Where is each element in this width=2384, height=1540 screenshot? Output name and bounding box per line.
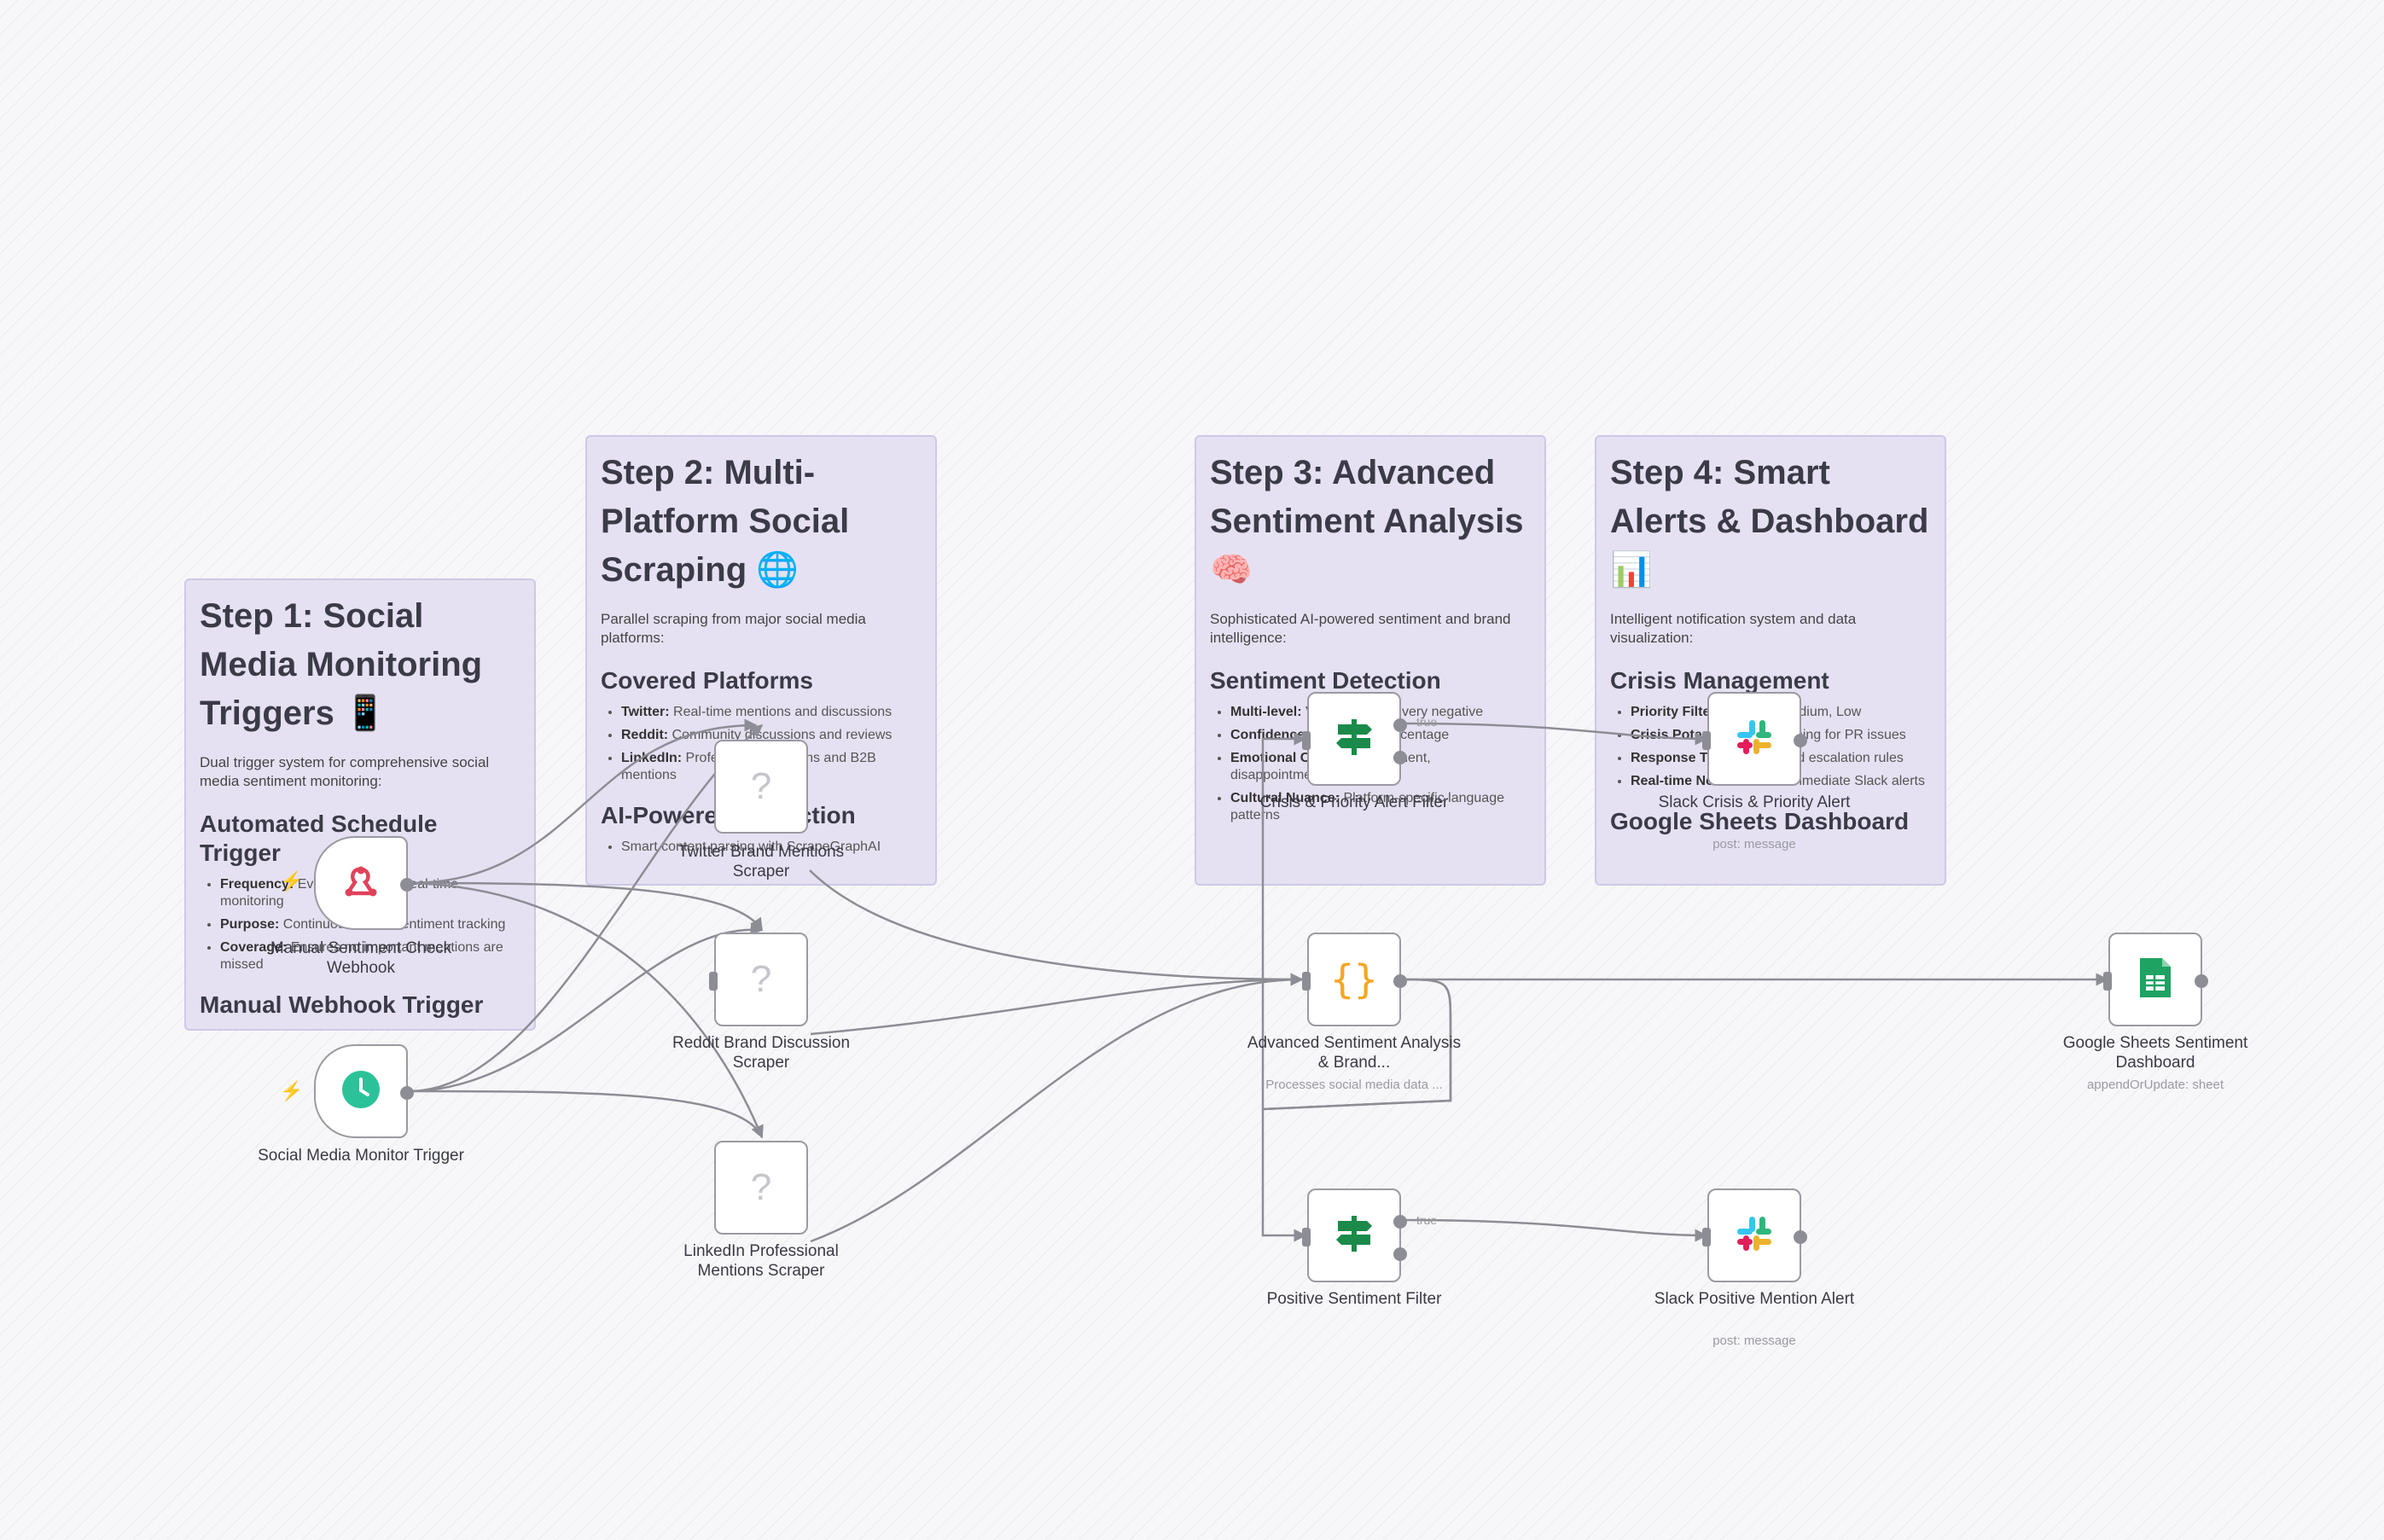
list-item: Smart content parsing with ScrapeGraphAI [621,839,922,856]
node-reddit-brand-discussion-scraper[interactable]: ? [709,933,808,1026]
node-label: Social Media Monitor Trigger [258,1147,464,1165]
connection-reddit-analysis [810,973,1304,1036]
node-positive-sentiment-filter[interactable] [1302,1188,1407,1282]
node-label: Twitter Brand Mentions Scraper [677,843,845,880]
sticky-note-step1[interactable]: Step 1: Social Media Monitoring Triggers… [184,578,536,1031]
webhook-icon [340,861,381,906]
output-port-false[interactable] [1393,1247,1407,1261]
sticky-title: Step 3: Advanced Sentiment Analysis 🧠 [1210,454,1524,589]
input-port[interactable] [1302,731,1311,750]
question-icon: ? [750,1166,772,1208]
filter-signpost-icon [1333,716,1375,763]
sticky-heading: Automated Schedule Trigger [200,811,438,866]
connection-linkedin-analysis [810,973,1304,1243]
output-port[interactable] [400,1086,414,1100]
connection-twitter-analysis [809,869,1304,986]
node-manual-sentiment-webhook[interactable] [314,836,414,930]
node-subtitle: appendOrUpdate: sheet [2086,1078,2224,1092]
question-icon: ? [750,958,772,1000]
list-item: Twitter: Real-time mentions and discussi… [621,704,922,721]
slack-icon [1734,1213,1775,1258]
connection-positive-slack [1401,1218,1708,1242]
trigger-bolt-icon: ⚡ [280,870,304,892]
connection-crisis-slack [1401,722,1708,746]
output-port-false[interactable] [1393,751,1407,764]
edge-label-true: true [1416,1213,1438,1227]
slack-icon [1734,717,1775,762]
node-subtitle: Processes social media data ... [1265,1078,1443,1092]
node-slack-crisis-priority-alert[interactable] [1702,692,1807,786]
connection-webhook-linkedin [408,881,764,1139]
output-port-true[interactable] [1393,1215,1407,1229]
output-port-true[interactable] [1393,718,1407,732]
node-google-sheets-sentiment-dashboard[interactable] [2103,933,2208,1026]
edge-label-true: true [1416,715,1438,729]
sticky-intro: Dual trigger system for comprehensive so… [200,754,490,789]
connection-analysis-positive-filter [1261,978,1452,1242]
sticky-note-step4[interactable]: Step 4: Smart Alerts & Dashboard 📊 Intel… [1595,435,1946,886]
connection-schedule-linkedin [408,1090,764,1139]
sticky-title: Step 2: Multi-Platform Social Scraping 🌐 [601,454,850,589]
node-advanced-sentiment-analysis[interactable]: {} [1302,933,1407,1026]
sticky-heading: Crisis Management [1610,667,1829,694]
google-sheets-icon [2138,956,2172,1003]
node-label: LinkedIn Professional Mentions Scraper [683,1242,839,1280]
sticky-intro: Parallel scraping from major social medi… [601,611,866,646]
node-slack-positive-mention-alert[interactable] [1702,1188,1807,1282]
input-port[interactable] [1302,1228,1311,1247]
input-port[interactable] [2103,972,2112,991]
code-braces-icon: {} [1330,956,1378,1002]
output-port[interactable] [1794,734,1807,747]
sticky-title: Step 1: Social Media Monitoring Triggers… [200,597,483,732]
sticky-intro: Sophisticated AI-powered sentiment and b… [1210,611,1511,646]
node-label: Slack Positive Mention Alert [1654,1290,1855,1308]
input-port[interactable] [709,972,718,991]
sticky-heading: Sentiment Detection [1210,667,1441,694]
output-port[interactable] [1794,1230,1807,1244]
connection-webhook-reddit [408,881,764,932]
node-label: Positive Sentiment Filter [1266,1290,1442,1308]
node-subtitle: post: message [1712,1334,1796,1348]
node-label: Reddit Brand Discussion Scraper [672,1034,851,1072]
sticky-list: Smart content parsing with ScrapeGraphAI [601,839,922,856]
output-port[interactable] [400,878,414,892]
filter-signpost-icon [1333,1212,1375,1259]
node-label: Manual Sentiment Check Webhook [270,939,452,977]
node-linkedin-professional-mentions-scraper[interactable]: ? [714,1141,808,1235]
node-label: Slack Crisis & Priority Alert [1658,793,1851,811]
sticky-heading: Google Sheets Dashboard [1610,808,1910,834]
node-label: Google Sheets Sentiment Dashboard [2062,1034,2248,1072]
list-item: Reddit: Community discussions and review… [621,727,922,744]
output-port[interactable] [1393,974,1407,988]
input-port[interactable] [1302,972,1311,991]
list-item: Cultural Nuance: Platform-specific langu… [1230,790,1531,824]
node-subtitle: post: message [1712,837,1796,851]
clock-icon [340,1069,381,1114]
trigger-bolt-icon: ⚡ [280,1080,304,1101]
node-twitter-brand-mentions-scraper[interactable]: ? [714,740,808,834]
sticky-title: Step 4: Smart Alerts & Dashboard 📊 [1610,454,1929,589]
input-port[interactable] [1702,731,1711,750]
list-item: Coverage: Ensures no important mentions … [220,939,520,973]
sticky-heading: Manual Webhook Trigger [200,991,484,1018]
question-icon: ? [750,765,772,807]
node-label: Crisis & Priority Alert Filter [1259,793,1449,811]
node-label: Advanced Sentiment Analysis & Brand... [1247,1034,1462,1072]
sticky-heading: Covered Platforms [601,667,813,694]
input-port[interactable] [1702,1228,1711,1247]
connection-webhook-twitter [408,718,758,885]
node-crisis-priority-alert-filter[interactable] [1302,692,1407,786]
node-social-media-monitor-trigger[interactable] [314,1044,414,1138]
sticky-intro: Intelligent notification system and data… [1610,611,1857,646]
output-port[interactable] [2195,974,2208,988]
